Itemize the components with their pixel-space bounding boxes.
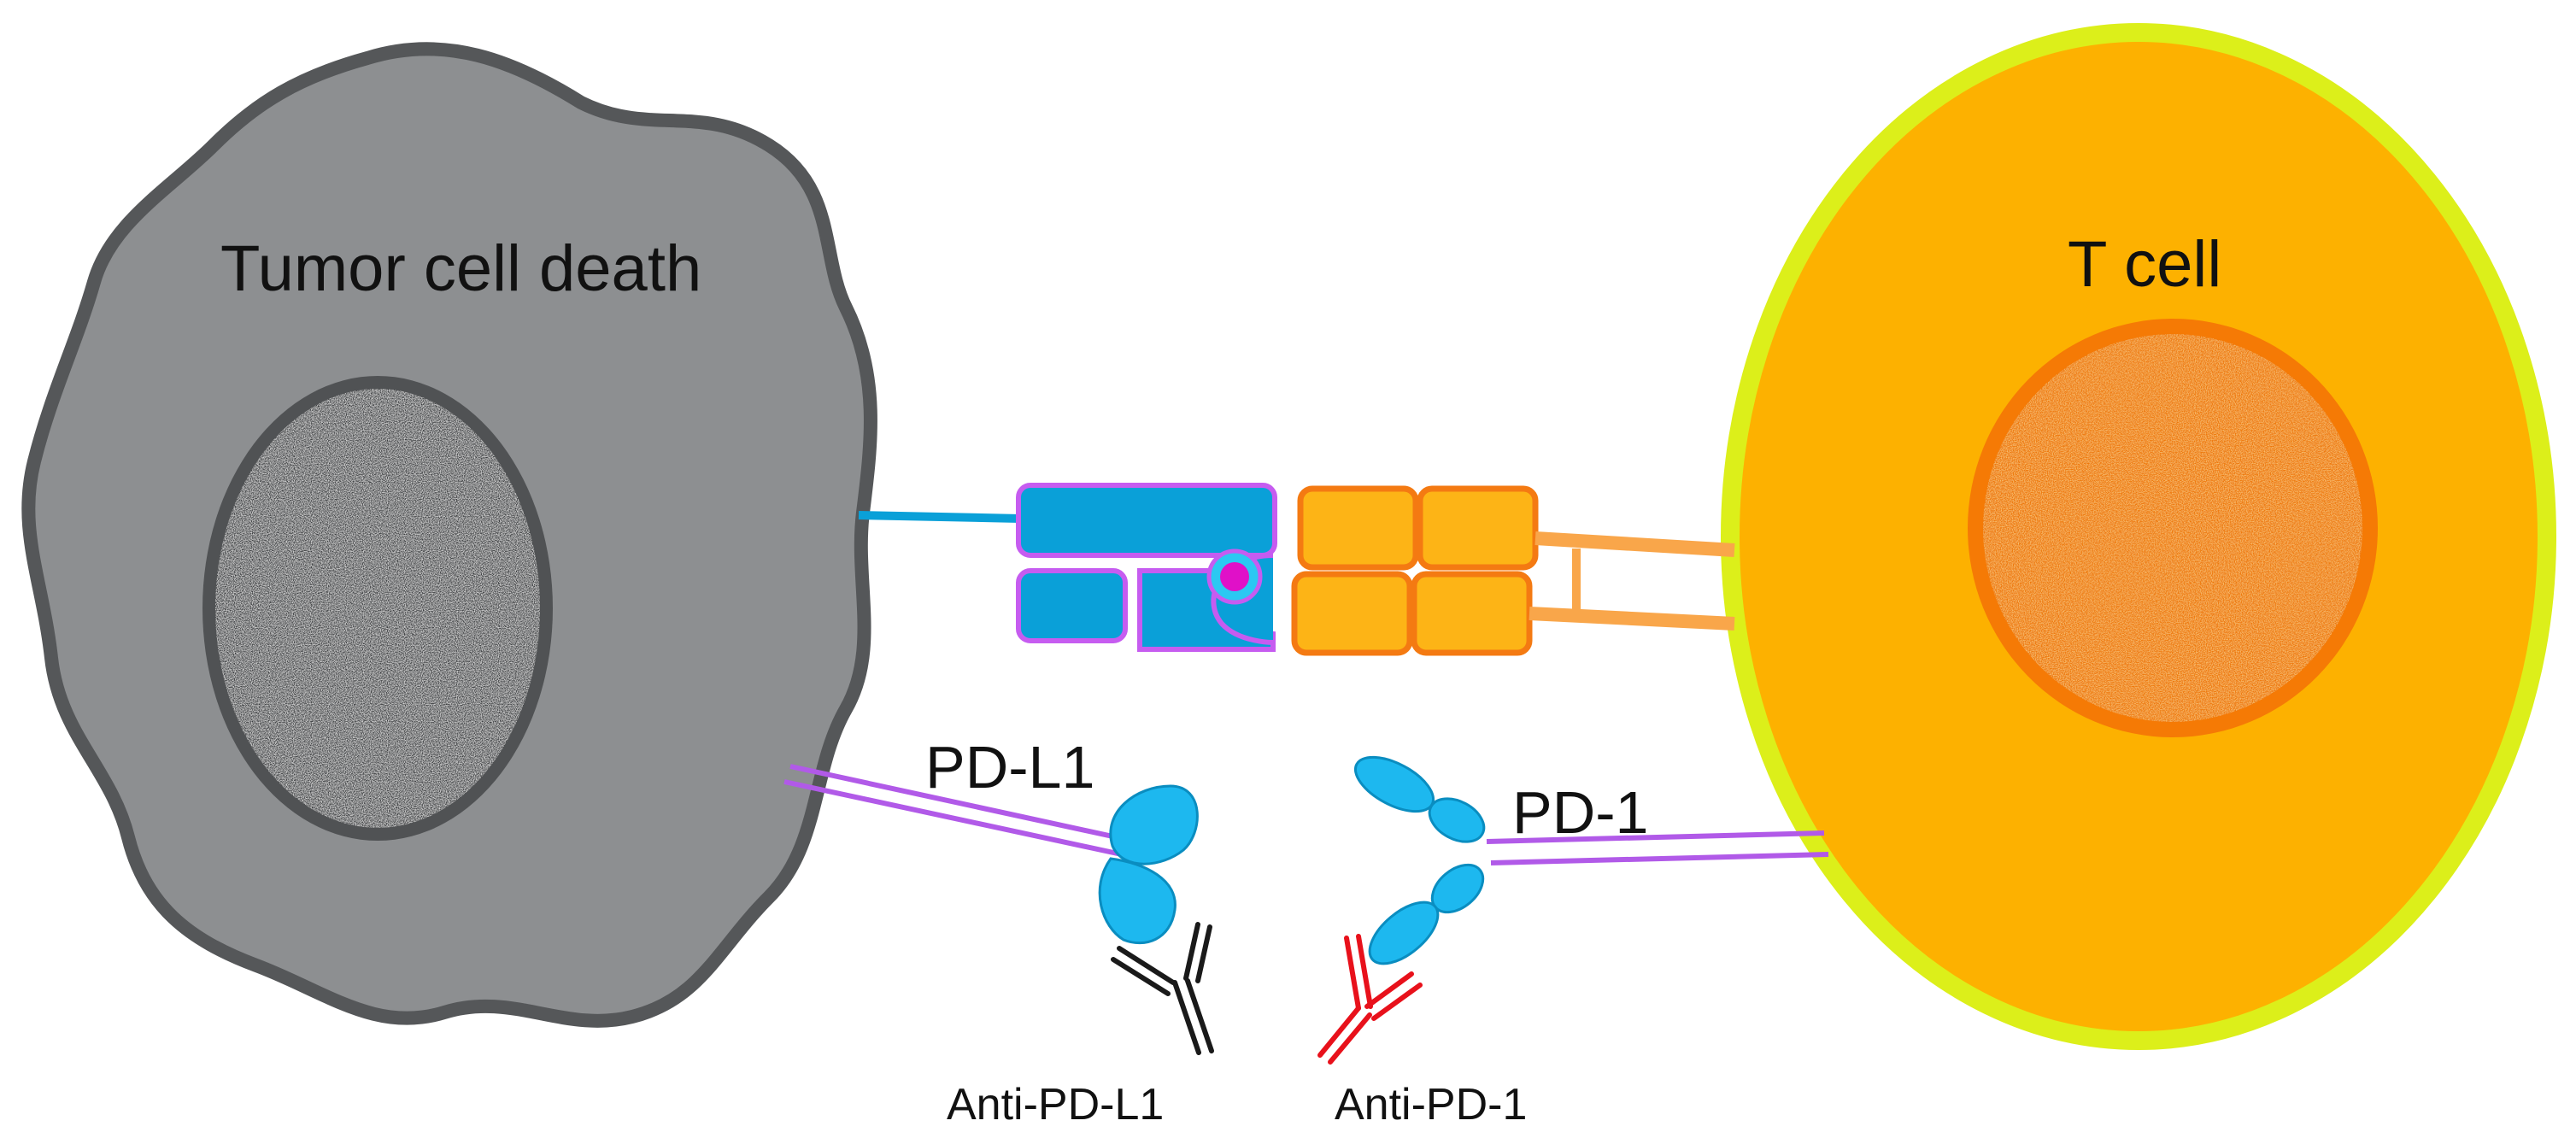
pd-l1-stalk-upper (789, 764, 1137, 844)
tcr-tether-upper (1534, 531, 1735, 557)
mhc-tether (858, 511, 1022, 523)
antigen-peptide (1220, 562, 1249, 591)
t-cell (1721, 23, 2556, 1050)
pd-l1-label: PD-L1 (925, 734, 1094, 801)
mhc-beta-domain-1 (1016, 568, 1128, 643)
mhc-alpha-domain (1016, 483, 1277, 558)
tcr-tether-lower (1529, 607, 1735, 631)
pd-l1-stalk-lower (783, 779, 1130, 859)
anti-pd-1-antibody-icon (1317, 934, 1423, 1065)
t-cell-nucleus-core (1983, 334, 2362, 722)
tumor-cell (21, 42, 877, 1028)
tcr-block-1 (1297, 485, 1419, 571)
anti-pd-l1-label: Anti-PD-L1 (947, 1080, 1164, 1129)
tcr-block-3 (1291, 571, 1413, 656)
tumor-nucleus-core (215, 389, 540, 828)
mhc-tcr-complex (858, 483, 1735, 656)
pd-l1-receptor: PD-L1 (783, 734, 1199, 945)
anti-pd-1-label: Anti-PD-1 (1335, 1080, 1527, 1129)
tcr-block-2 (1417, 485, 1539, 571)
pd-l1-domain-lower (1098, 857, 1177, 945)
pd-1-stalk-upper (1486, 830, 1825, 844)
anti-pd-l1-antibody-icon (1111, 922, 1214, 1055)
tumor-cell-label: Tumor cell death (220, 232, 701, 305)
pd-l1-domain-upper (1109, 784, 1199, 865)
pd-1-domain-upper-b (1428, 797, 1486, 843)
pd-1-stalk-lower (1490, 852, 1829, 865)
pd-1-domain-lower-b (1368, 901, 1440, 965)
pd-1-label: PD-1 (1512, 779, 1648, 846)
pd-1-receptor: PD-1 (1353, 755, 1829, 965)
pd-1-domain-upper-a (1353, 755, 1435, 813)
tcr-block-4 (1411, 571, 1533, 656)
t-cell-label: T cell (2068, 228, 2221, 301)
